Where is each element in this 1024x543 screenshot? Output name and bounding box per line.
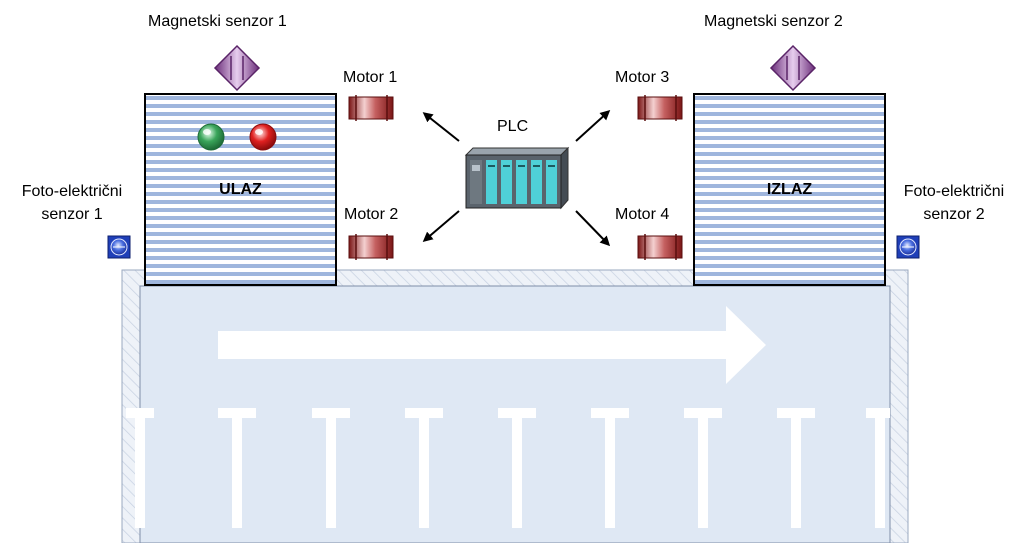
photo-sensor-2-label-line2: senzor 2 xyxy=(923,206,985,223)
post xyxy=(218,408,256,528)
plc-rack-icon xyxy=(464,146,570,210)
arrow-to-motor-2 xyxy=(422,210,460,242)
magnet-sensor-1-label: Magnetski senzor 1 xyxy=(148,13,287,30)
arrow-to-motor-3 xyxy=(575,109,611,142)
magnet-sensor-2-label: Magnetski senzor 2 xyxy=(704,13,843,30)
arrow-to-motor-1 xyxy=(422,112,460,142)
post xyxy=(126,408,154,528)
post xyxy=(684,408,722,528)
magnet-sensor-1-icon xyxy=(213,44,261,92)
motor-3-icon xyxy=(637,95,683,121)
photo-sensor-1-icon xyxy=(107,235,131,259)
motor-2-label: Motor 2 xyxy=(344,206,399,223)
plc-arrows xyxy=(422,109,611,247)
photo-sensor-2-label-line1: Foto-električni xyxy=(903,183,1005,200)
parking-posts xyxy=(126,408,890,528)
plc-label: PLC xyxy=(497,118,529,135)
entry-box-label: ULAZ xyxy=(219,181,262,198)
magnet-sensor-2-icon xyxy=(769,44,817,92)
motor-4-label: Motor 4 xyxy=(615,206,670,223)
post xyxy=(591,408,629,528)
photo-sensor-2-icon xyxy=(896,235,920,259)
post xyxy=(866,408,890,528)
exit-box xyxy=(693,93,886,286)
post xyxy=(405,408,443,528)
exit-box-label: IZLAZ xyxy=(766,181,813,198)
motor-1-icon xyxy=(348,95,394,121)
motor-3-label: Motor 3 xyxy=(615,69,670,86)
green-light-icon xyxy=(197,123,225,151)
right-arrow-icon xyxy=(218,306,766,384)
post xyxy=(312,408,350,528)
arrow-to-motor-4 xyxy=(575,210,611,247)
entry-box xyxy=(144,93,337,286)
motor-4-icon xyxy=(637,234,683,260)
post xyxy=(498,408,536,528)
motor-1-label: Motor 1 xyxy=(343,69,398,86)
photo-sensor-1-label-line1: Foto-električni xyxy=(21,183,123,200)
post xyxy=(777,408,815,528)
photo-sensor-1-label-line2: senzor 1 xyxy=(41,206,103,223)
motor-2-icon xyxy=(348,234,394,260)
red-light-icon xyxy=(249,123,277,151)
